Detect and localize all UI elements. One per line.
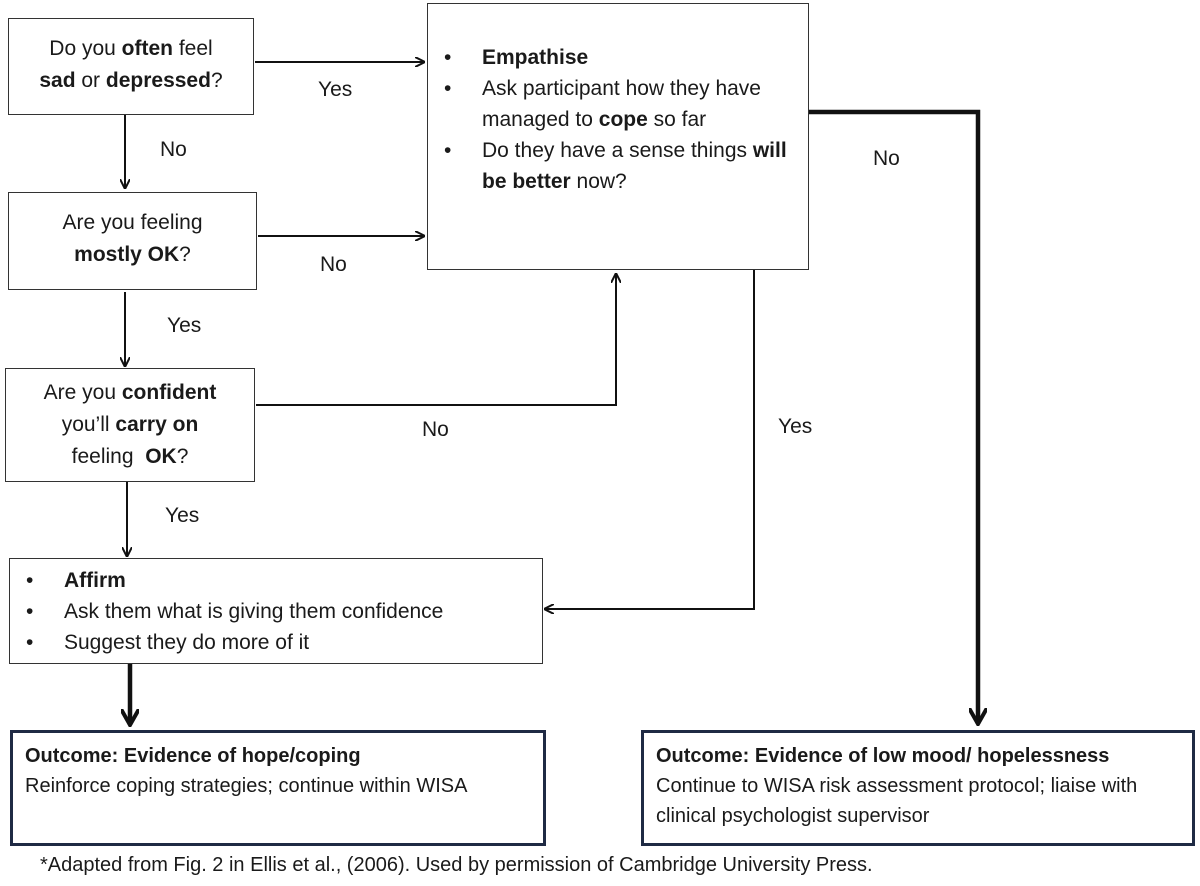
label-q3-no: No xyxy=(422,418,449,441)
emphasis-often: often xyxy=(121,37,173,60)
label-q2-yes: Yes xyxy=(167,314,202,337)
sense-better-item: Do they have a sense things will be bett… xyxy=(428,135,808,197)
emphasis-depressed: depressed xyxy=(105,69,211,92)
question-confident-carry-on: Are you confident you’ll carry on feelin… xyxy=(5,368,255,482)
ask-confidence-item: Ask them what is giving them confidence xyxy=(10,596,542,627)
emphasis-carry-on: carry on xyxy=(115,413,199,436)
arrow-empathise-no xyxy=(809,109,978,724)
ask-cope-item: Ask participant how they have managed to… xyxy=(428,73,808,135)
label-empathise-yes: Yes xyxy=(778,415,813,438)
outcome-hope-coping: Outcome: Evidence of hope/coping Reinfor… xyxy=(10,730,546,846)
label-q2-no: No xyxy=(320,253,347,276)
do-more-item: Suggest they do more of it xyxy=(10,627,542,658)
outcome-low-body: Continue to WISA risk assessment protoco… xyxy=(656,775,1138,827)
affirm-box: Affirm Ask them what is giving them conf… xyxy=(9,558,543,664)
emphasis-mostly-ok: mostly OK xyxy=(74,243,180,266)
arrow-q3-no xyxy=(256,274,616,406)
footnote: *Adapted from Fig. 2 in Ellis et al., (2… xyxy=(40,854,873,876)
emphasis-confident: confident xyxy=(121,381,217,404)
question-mostly-ok: Are you feeling mostly OK? xyxy=(8,192,257,290)
empathise-box: Empathise Ask participant how they have … xyxy=(427,3,809,270)
empathise-item: Empathise xyxy=(428,42,808,73)
outcome-low-mood: Outcome: Evidence of low mood/ hopelessn… xyxy=(641,730,1195,846)
emphasis-sad: sad xyxy=(39,69,76,92)
question-sad-depressed: Do you often feel sad or depressed? xyxy=(8,18,254,115)
label-q3-yes: Yes xyxy=(165,504,200,527)
arrow-empathise-yes xyxy=(545,270,755,609)
emphasis-ok: OK xyxy=(145,445,177,468)
label-q1-yes: Yes xyxy=(318,78,353,101)
label-q1-no: No xyxy=(160,138,187,161)
affirm-item: Affirm xyxy=(10,565,542,596)
label-empathise-no: No xyxy=(873,147,900,170)
outcome-low-title: Outcome: Evidence of low mood/ hopelessn… xyxy=(656,745,1110,767)
outcome-hope-body: Reinforce coping strategies; continue wi… xyxy=(25,775,468,797)
outcome-hope-title: Outcome: Evidence of hope/coping xyxy=(25,745,361,767)
emphasis-cope: cope xyxy=(598,108,648,131)
emphasis-will-be-better: will be better xyxy=(482,139,787,193)
